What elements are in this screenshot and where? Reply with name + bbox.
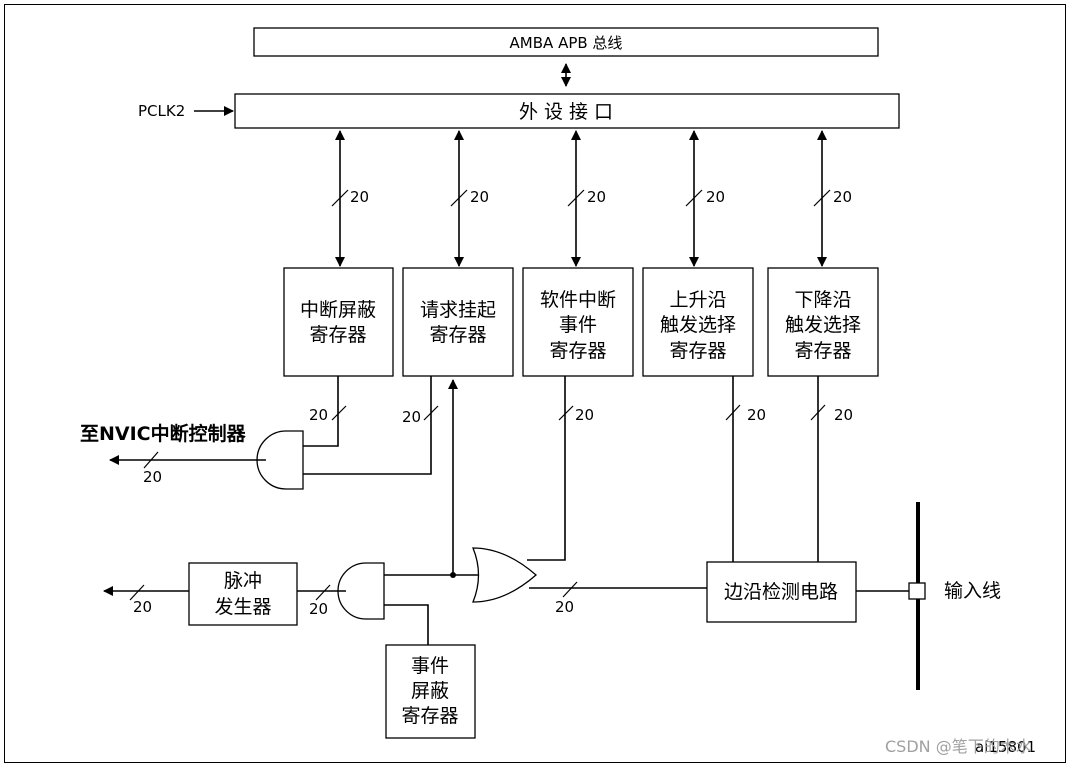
amba-apb-bus-box bbox=[253, 27, 879, 57]
peripheral-interface-box bbox=[234, 93, 900, 129]
diagram-frame bbox=[4, 4, 1066, 763]
register-1-line-2: 寄存器 bbox=[309, 324, 366, 346]
wire-event-mask-to-and bbox=[384, 604, 429, 645]
pulse-generator-box bbox=[188, 562, 298, 626]
register-4-line-1: 上升沿 bbox=[669, 289, 726, 311]
register-4-line-3: 寄存器 bbox=[669, 340, 726, 362]
edge-detect-label: 边沿检测电路 bbox=[724, 581, 838, 603]
register-3-line-2: 事件 bbox=[559, 314, 597, 336]
pclk2-label: PCLK2 bbox=[138, 102, 185, 120]
wire-mask-to-and bbox=[303, 376, 339, 447]
width-label: 20 bbox=[747, 406, 766, 424]
falling-edge-register-box bbox=[767, 267, 879, 377]
width-label: 20 bbox=[309, 600, 328, 618]
pending-request-register-box bbox=[402, 267, 514, 377]
width-label: 20 bbox=[833, 188, 852, 206]
csdn-watermark: CSDN @笔下的木水 bbox=[885, 737, 1032, 756]
pulse-generator-line-2: 发生器 bbox=[214, 596, 271, 618]
register-3-line-3: 寄存器 bbox=[549, 340, 606, 362]
register-5-line-2: 触发选择 bbox=[785, 314, 861, 336]
rising-edge-register-box bbox=[642, 267, 754, 377]
width-label: 20 bbox=[575, 406, 594, 424]
event-mask-register-box bbox=[385, 644, 476, 739]
peripheral-interface-label: 外 设 接 口 bbox=[519, 101, 613, 123]
register-5-line-3: 寄存器 bbox=[794, 340, 851, 362]
slash-mark bbox=[810, 404, 826, 421]
event-mask-line-2: 屏蔽 bbox=[411, 680, 449, 702]
interrupt-mask-register-box bbox=[283, 267, 394, 377]
width-label: 20 bbox=[470, 188, 489, 206]
amba-apb-bus-label: AMBA APB 总线 bbox=[510, 34, 623, 52]
register-5-line-1: 下降沿 bbox=[794, 289, 851, 311]
wire-swi-to-or bbox=[527, 376, 566, 561]
slash-mark bbox=[315, 584, 331, 601]
width-label: 20 bbox=[587, 188, 606, 206]
slash-mark bbox=[143, 451, 159, 469]
slash-mark bbox=[567, 189, 585, 207]
or-gate bbox=[472, 547, 537, 603]
width-label: 20 bbox=[309, 406, 328, 424]
register-4-line-2: 触发选择 bbox=[660, 314, 736, 336]
pulse-generator-line-1: 脉冲 bbox=[224, 570, 262, 592]
slash-mark bbox=[423, 405, 439, 421]
slash-mark bbox=[129, 584, 145, 601]
input-pin bbox=[908, 582, 926, 600]
slash-mark bbox=[450, 189, 468, 207]
event-mask-line-1: 事件 bbox=[411, 655, 449, 677]
slash-mark bbox=[725, 404, 741, 421]
wire-pending-to-and bbox=[303, 376, 432, 475]
and-gate-event bbox=[337, 562, 385, 620]
width-label: 20 bbox=[402, 408, 421, 426]
slash-mark bbox=[331, 405, 347, 421]
width-label: 20 bbox=[555, 598, 574, 616]
and-gate-nvic bbox=[256, 430, 304, 490]
width-label: 20 bbox=[133, 598, 152, 616]
width-label: 20 bbox=[706, 188, 725, 206]
slash-mark bbox=[562, 581, 578, 598]
register-2-line-1: 请求挂起 bbox=[420, 299, 496, 321]
register-3-line-1: 软件中断 bbox=[540, 289, 616, 311]
width-label: 20 bbox=[350, 188, 369, 206]
nvic-label: 至NVIC中断控制器 bbox=[80, 422, 247, 445]
event-mask-line-3: 寄存器 bbox=[401, 705, 458, 727]
input-line-label: 输入线 bbox=[944, 580, 1001, 602]
figure-id: ai15801 bbox=[975, 738, 1036, 756]
slash-mark bbox=[813, 189, 831, 207]
edge-detect-circuit-box bbox=[706, 561, 857, 623]
register-2-line-2: 寄存器 bbox=[429, 324, 486, 346]
width-label: 20 bbox=[834, 406, 853, 424]
software-interrupt-event-register-box bbox=[522, 267, 634, 377]
slash-mark bbox=[331, 189, 349, 207]
slash-mark bbox=[685, 189, 703, 207]
slash-mark bbox=[558, 405, 574, 421]
register-1-line-1: 中断屏蔽 bbox=[300, 299, 376, 321]
width-label: 20 bbox=[143, 468, 162, 486]
